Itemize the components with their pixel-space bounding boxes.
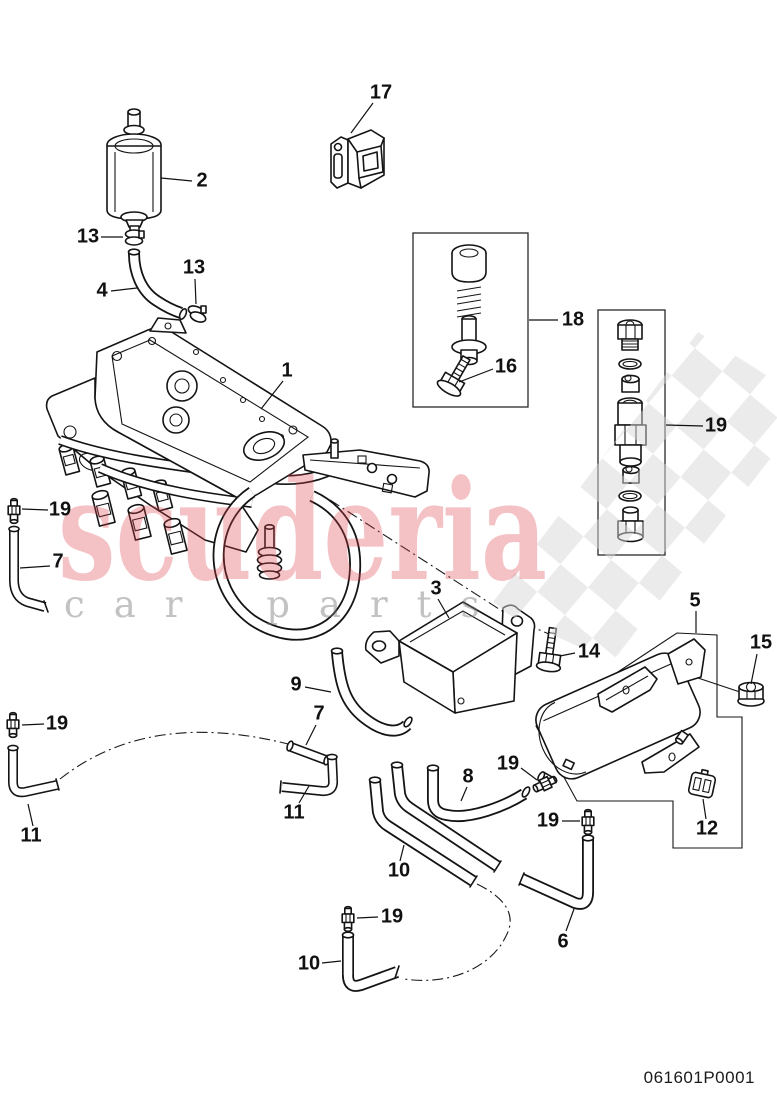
callout-label-19: 19 — [380, 905, 404, 928]
bolt-part-16 — [436, 355, 471, 397]
callout-label-19: 19 — [704, 414, 728, 437]
leader-line-19 — [21, 508, 49, 511]
drawing-number: 061601P0001 — [643, 1068, 755, 1087]
callout-label-1: 1 — [281, 359, 293, 382]
clamp-part-13a — [124, 229, 145, 246]
fitting-part-19-lower-left — [6, 711, 20, 739]
callout-label-19: 19 — [45, 712, 69, 735]
canister-body — [535, 652, 701, 780]
callout-label-16: 16 — [494, 355, 518, 378]
leader-line-7 — [19, 565, 51, 569]
hose-part-8 — [426, 764, 531, 822]
hose-part-4 — [127, 248, 188, 320]
callout-label-19: 19 — [496, 752, 520, 775]
mount-box-part-3 — [364, 601, 536, 714]
leader-line-15 — [750, 653, 758, 685]
leader-line-17 — [350, 102, 374, 134]
hose-part-7-left — [8, 525, 49, 613]
hose-part-7-mid — [286, 740, 331, 766]
leader-line-4 — [110, 287, 138, 292]
hose-part-9 — [330, 647, 413, 737]
leader-line-12 — [702, 798, 707, 820]
leader-line-10 — [321, 960, 342, 964]
checkered-flag-watermark — [490, 332, 777, 662]
hose-part-10-long — [368, 776, 478, 888]
leader-line-16 — [458, 368, 494, 383]
reference-lines — [59, 499, 550, 981]
hose-part-10-bottom — [341, 931, 400, 992]
callout-label-6: 6 — [557, 930, 569, 953]
hose-run-parallel — [390, 761, 502, 873]
hose-part-11-mid — [279, 753, 339, 797]
sensor-part-17 — [330, 129, 385, 189]
fitting-part-19-hose6 — [581, 808, 595, 836]
callout-label-19: 19 — [536, 809, 560, 832]
leader-line-14 — [559, 652, 576, 657]
callout-label-14: 14 — [577, 640, 601, 663]
callout-label-9: 9 — [290, 673, 302, 696]
callout-label-18: 18 — [561, 308, 585, 331]
callout-label-3: 3 — [430, 577, 442, 600]
leader-line-8 — [460, 786, 468, 802]
callout-label-17: 17 — [369, 81, 393, 104]
leader-line-3 — [437, 598, 450, 619]
filter-part-2 — [106, 108, 162, 236]
callout-label-2: 2 — [196, 169, 208, 192]
callout-label-5: 5 — [689, 589, 701, 612]
callout-label-4: 4 — [96, 279, 108, 302]
leader-line-6 — [565, 908, 575, 932]
leader-line-10 — [399, 844, 405, 862]
clip-part-12 — [687, 768, 717, 799]
callout-label-10: 10 — [387, 859, 411, 882]
leader-line-1 — [260, 380, 284, 410]
callout-label-15: 15 — [749, 631, 773, 654]
nut-part-15 — [737, 681, 765, 707]
callout-label-11: 11 — [20, 824, 42, 847]
leader-line-19 — [21, 723, 45, 726]
valve-block-part-1 — [45, 317, 430, 641]
canister-group-part-5 — [535, 632, 743, 849]
leader-line-19 — [356, 916, 379, 919]
leader-line-11 — [27, 803, 34, 827]
fitting-part-19-left — [7, 497, 21, 525]
leader-line-13 — [194, 278, 197, 305]
clamp-part-13b — [187, 305, 207, 323]
leader-line-19 — [665, 424, 704, 427]
callout-label-7: 7 — [52, 550, 64, 573]
hose-part-6 — [518, 834, 595, 910]
callout-label-8: 8 — [462, 765, 474, 788]
leader-line-9 — [304, 686, 332, 693]
leader-line-2 — [160, 177, 193, 182]
leader-line-19 — [520, 767, 538, 781]
callout-label-10: 10 — [297, 952, 321, 975]
callout-label-13: 13 — [76, 225, 100, 248]
callout-label-12: 12 — [695, 817, 719, 840]
fitting-part-19-bottom — [341, 905, 355, 933]
leader-line-11 — [298, 785, 310, 804]
callout-label-13: 13 — [182, 256, 206, 279]
callout-leader-lines — [19, 102, 758, 964]
kit-box-18 — [412, 232, 529, 408]
callout-label-7: 7 — [313, 702, 325, 725]
leader-line-7 — [305, 724, 317, 746]
hose-part-11-left — [7, 744, 60, 798]
callout-label-19: 19 — [48, 498, 72, 521]
callout-label-11: 11 — [283, 801, 305, 824]
